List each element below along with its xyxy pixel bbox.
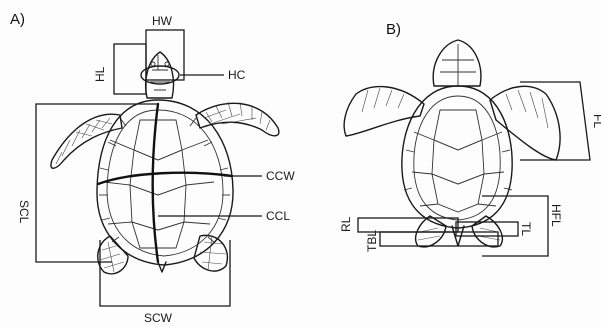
label-rl: RL bbox=[339, 216, 353, 232]
label-scw: SCW bbox=[144, 311, 173, 325]
label-hc: HC bbox=[228, 68, 246, 82]
tail-dorsal bbox=[158, 262, 166, 272]
panel-b: B) bbox=[339, 21, 601, 256]
ccw-leader: CCW bbox=[224, 169, 295, 183]
label-fl: FL bbox=[591, 114, 601, 128]
panel-a: A) bbox=[10, 11, 295, 325]
panel-b-label: B) bbox=[386, 21, 401, 38]
rear-flipper-right bbox=[194, 235, 227, 271]
label-hl: HL bbox=[93, 66, 107, 82]
label-hfl: HFL bbox=[549, 204, 563, 227]
front-flipper-right bbox=[196, 102, 279, 136]
head-dorsal bbox=[141, 52, 179, 98]
front-flipper-left bbox=[51, 114, 122, 168]
hc-leader: HC bbox=[180, 68, 246, 82]
label-tl: TL bbox=[519, 222, 533, 236]
label-scl: SCL bbox=[17, 200, 31, 224]
label-tbl: TBL bbox=[365, 230, 379, 252]
tl-box: TL bbox=[456, 222, 533, 236]
label-ccw: CCW bbox=[266, 169, 295, 183]
front-flipper-left-ventral bbox=[344, 87, 424, 136]
hl-box: HL bbox=[93, 44, 146, 94]
ccl-leader: CCL bbox=[158, 209, 290, 223]
label-hw: HW bbox=[152, 14, 173, 28]
panel-a-label: A) bbox=[10, 11, 25, 28]
plastron bbox=[402, 86, 512, 228]
head-ventral bbox=[433, 40, 481, 86]
front-flipper-right-ventral bbox=[490, 86, 560, 160]
tbl-box: TBL bbox=[365, 230, 498, 252]
label-ccl: CCL bbox=[266, 209, 290, 223]
